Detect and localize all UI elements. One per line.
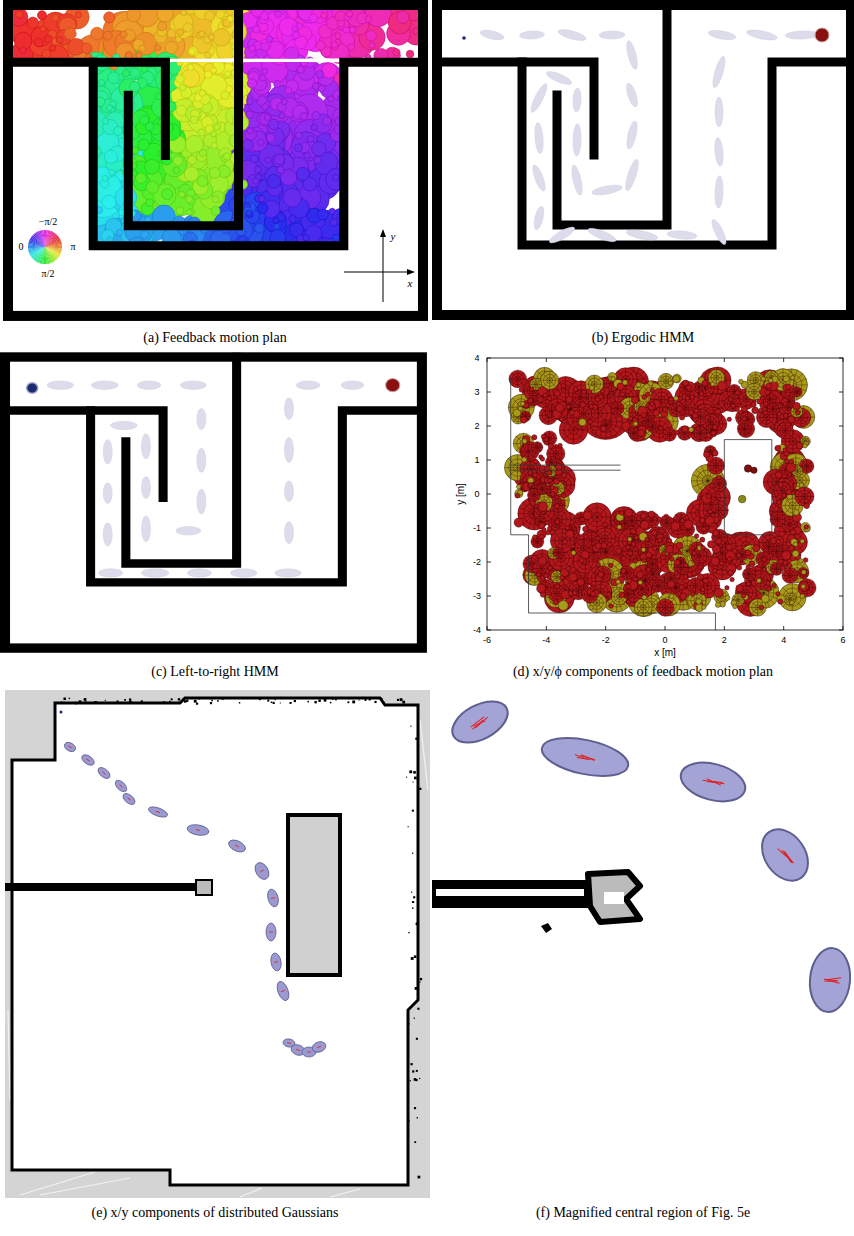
figure: −π/20ππ/2yx(a) Feedback motion plan(b) E…: [0, 0, 854, 1236]
